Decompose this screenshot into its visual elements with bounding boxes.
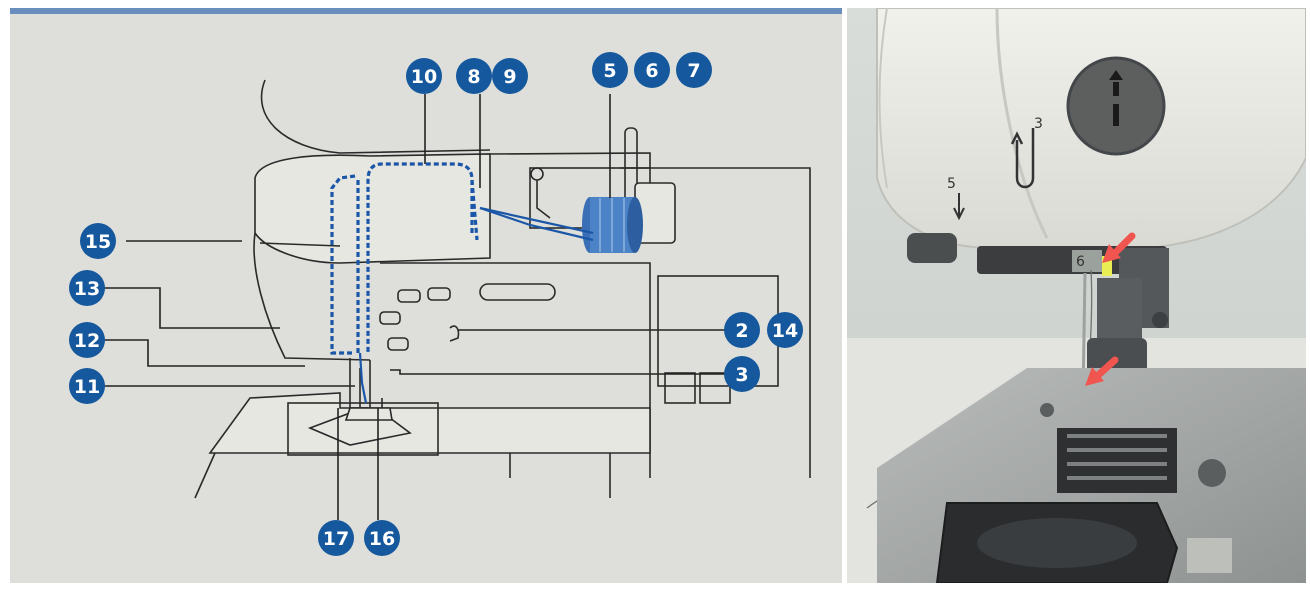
callout-8: 8	[456, 58, 492, 94]
callout-12: 12	[69, 322, 105, 358]
thumbscrew	[907, 233, 957, 263]
callout-11: 11	[69, 368, 105, 404]
callout-17: 17	[318, 520, 354, 556]
machine-outline	[194, 79, 811, 499]
needle-position-button	[1066, 56, 1166, 156]
callout-10: 10	[406, 58, 442, 94]
callout-5: 5	[592, 52, 628, 88]
callout-16: 16	[364, 520, 400, 556]
callout-7: 7	[676, 52, 712, 88]
callout-13: 13	[69, 270, 105, 306]
arrow-needle-eye	[1085, 356, 1119, 386]
speed-slider	[479, 283, 556, 301]
up-arrow-icon	[1109, 70, 1123, 80]
callout-2-label: 2	[735, 320, 748, 342]
thread-guide-mark-3: 3	[1010, 116, 1043, 189]
bobbin-cover-release	[1187, 538, 1232, 573]
callout-15: 15	[80, 223, 116, 259]
callout-10-label: 10	[411, 66, 437, 88]
arrow-upper-guide	[1102, 232, 1136, 263]
thread-spool	[582, 197, 643, 253]
callout-7-label: 7	[687, 60, 700, 82]
callout-15-label: 15	[85, 231, 111, 253]
callout-6-label: 6	[645, 60, 658, 82]
paper-top-edge	[10, 8, 842, 14]
machine-photo: 3 5 6	[847, 8, 1306, 583]
callout-5-label: 5	[603, 60, 616, 82]
callout-9-label: 9	[503, 66, 516, 88]
callout-13-label: 13	[74, 278, 100, 300]
callout-3-label: 3	[735, 364, 748, 386]
callout-3: 3	[724, 356, 760, 392]
callout-11-label: 11	[74, 376, 100, 398]
thread-guide-mark-5: 5	[947, 176, 965, 221]
guide-mark-6-label: 6	[1076, 254, 1085, 270]
needle-plate	[287, 402, 439, 456]
machine-photo-svg: 3 5 6	[847, 8, 1306, 583]
callout-14-label: 14	[772, 320, 798, 342]
callout-14: 14	[767, 312, 803, 348]
callout-17-label: 17	[323, 528, 349, 550]
callout-9: 9	[492, 58, 528, 94]
callout-6: 6	[634, 52, 670, 88]
guide-mark-5-label: 5	[947, 176, 956, 192]
callout-2: 2	[724, 312, 760, 348]
callout-8-label: 8	[467, 66, 480, 88]
threading-diagram-svg: 10 8 9 5 6 7 15 13	[10, 8, 842, 583]
guide-mark-3-label: 3	[1034, 116, 1043, 132]
callout-12-label: 12	[74, 330, 100, 352]
threading-diagram: 10 8 9 5 6 7 15 13	[10, 8, 842, 583]
leader-lines	[103, 94, 725, 520]
callout-16-label: 16	[369, 528, 395, 550]
thread-path	[330, 162, 594, 404]
paper-background	[10, 8, 842, 583]
